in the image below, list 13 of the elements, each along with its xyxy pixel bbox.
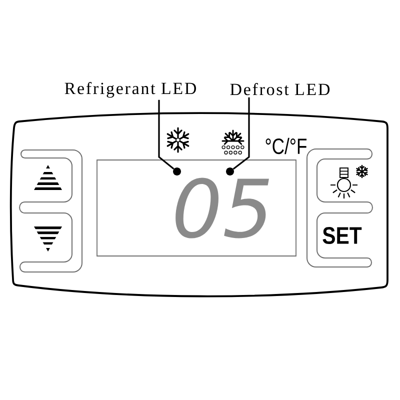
push-button: SET [316,212,368,258]
callout-label: Defrost LED [230,83,330,96]
led-dot [173,168,181,176]
callout-label: Refrigerant LED [64,82,196,98]
push-button [24,158,72,202]
leader-line [158,100,174,170]
push-button [316,158,368,202]
display-window: 05 [96,160,296,256]
push-button [24,212,72,262]
controller-panel [10,112,388,298]
unit-label: °C/°F [266,138,306,154]
leader-line [232,97,250,170]
led-dot [226,168,234,176]
